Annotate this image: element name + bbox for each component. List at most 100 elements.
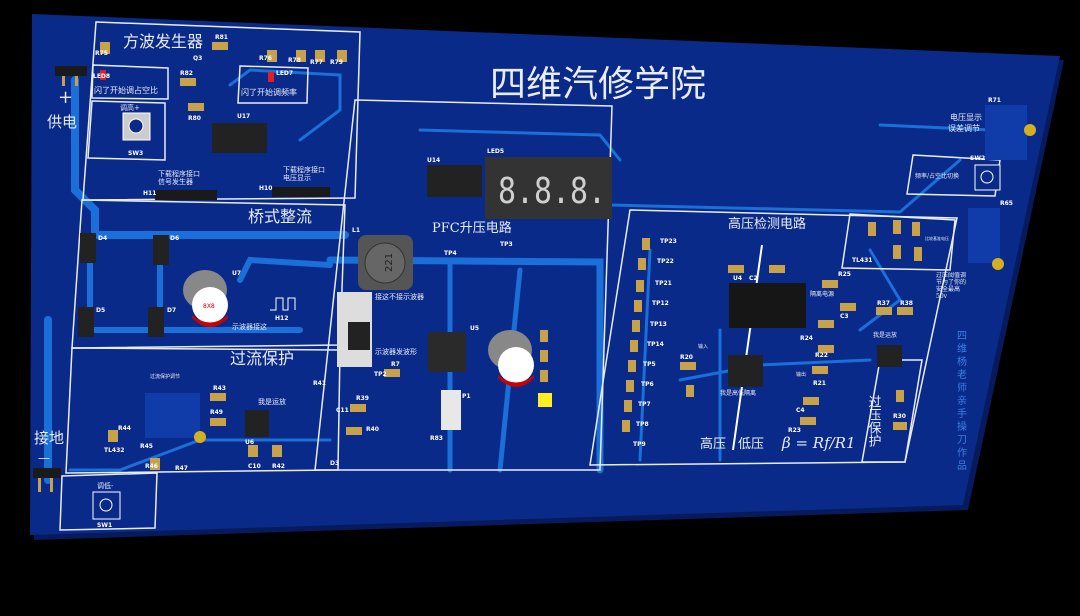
power-header[interactable] [55,66,87,86]
refdes-l1: L1 [352,227,360,234]
ground-header[interactable] [33,468,61,492]
refdes-r20: R20 [680,354,693,361]
refdes-tp8: TP8 [636,421,649,428]
refdes-r46: R46 [145,463,158,470]
label-high-voltage: 高压 [700,436,726,452]
square-wave-icon [270,297,296,311]
potentiometer-r71[interactable] [985,105,1036,160]
refdes-r43: R43 [213,385,226,392]
credit-text: 四维杨老师亲手操刀作品 [955,330,967,473]
smd-components [100,42,922,470]
refdes-r77: R77 [310,59,323,66]
refdes-r78: R78 [288,57,301,64]
refdes-tl432: TL432 [104,447,124,454]
header-h10[interactable] [272,187,330,197]
refdes-r65: R65 [1000,200,1013,207]
refdes-d6: D6 [170,235,179,242]
section-overvoltage: 过压保护 [866,395,882,448]
copper-traces [44,68,992,484]
prog-volt-label-2: 电压显示 [283,173,311,182]
refdes-tp7: TP7 [638,401,651,408]
freq-duty-label: 频率/占空比切换 [915,172,959,180]
isolation-divider [732,244,763,451]
refdes-led8: LED8 [93,73,110,80]
refdes-tp2: TP2 [374,371,387,378]
led7 [268,72,274,82]
refdes-u17: U17 [237,113,250,120]
formula: β = Rf/R1 [781,434,856,452]
refdes-h10: H10 [259,185,272,192]
diode-d4 [80,233,96,263]
volt-error-label-1: 电压显示 [950,112,982,122]
prog-signal-label-1: 下载程序接口 [158,169,200,178]
refdes-tp6: TP6 [641,381,654,388]
volt-error-label-2: 误差调节 [948,123,980,133]
refdes-r41: R41 [313,380,326,387]
refdes-u6: U6 [245,439,254,446]
section-rectifier: 桥式整流 [248,207,312,226]
slide-switch[interactable] [337,292,372,367]
isolation-label: 我是高低隔离 [720,389,756,397]
ground-label: 接地 [34,429,64,447]
refdes-d7: D7 [167,307,176,314]
refdes-tp5: TP5 [643,361,656,368]
refdes-u7: U7 [232,270,241,277]
refdes-r42: R42 [272,463,285,470]
refdes-tp13: TP13 [650,321,667,328]
refdes-r81: R81 [215,34,228,41]
refdes-r79: R79 [330,59,343,66]
led8 [100,70,106,80]
refdes-u5: U5 [470,325,479,332]
refdes-r82: R82 [180,70,193,77]
section-square-wave: 方波发生器 [123,32,203,51]
refdes-c11: C11 [336,407,349,414]
test-points [622,238,650,432]
iso-power-label: 隔离电源 [810,290,834,298]
pcb-board[interactable] [30,14,1060,535]
refdes-sw2: SW2 [970,155,985,162]
potentiometer-r65[interactable] [968,208,1004,270]
refdes-r30: R30 [893,413,906,420]
power-plus: + [58,87,73,108]
refdes-tp3: TP3 [500,241,513,248]
refdes-tp22: TP22 [657,258,674,265]
cap-marking: 8X8 [203,303,215,310]
seven-segment-display [485,157,612,219]
button-sw2-mode[interactable] [974,164,1001,191]
refdes-p1: P1 [462,393,471,400]
output-label: 输出 [796,371,806,378]
button-sw1-down[interactable] [92,491,121,520]
ic-u14 [427,165,482,197]
refdes-r38: R38 [900,300,913,307]
refdes-led7: LED7 [276,70,293,77]
opamp-ic [877,345,902,367]
refdes-d5: D5 [96,307,105,314]
prog-signal-label-2: 信号发生器 [158,177,193,186]
led-power [538,393,552,407]
seven-seg-digits: 8.8.8. [498,171,606,212]
refdes-h12: H12 [275,315,288,322]
refdes-d3: D3 [330,460,339,467]
refdes-r25: R25 [838,271,851,278]
scope-no-label: 接这不接示波器 [375,292,424,301]
refdes-r49: R49 [210,409,223,416]
btn-down-label: 调低- [97,481,114,490]
diode-d7 [148,307,164,337]
refdes-q3: Q3 [193,55,202,62]
btn-up-label: 调高+ [120,103,140,112]
button-sw3-up[interactable] [122,112,151,141]
refdes-r22: R22 [815,352,828,359]
refdes-r80: R80 [188,115,201,122]
ov-adjust-label: 过压阈值调节为了你的安全最高50v [936,272,967,300]
regulator-to252 [428,332,466,372]
power-label: 供电 [47,113,77,131]
header-h11[interactable] [155,190,217,200]
scope-here-label: 示波器接这 [232,322,267,331]
diode-d5 [78,307,94,337]
electrolytic-cap-pfc [488,330,534,387]
opamp2-label: 我是运放 [873,331,897,339]
isolator-ic [728,355,763,387]
potentiometer-oc[interactable] [145,393,206,443]
